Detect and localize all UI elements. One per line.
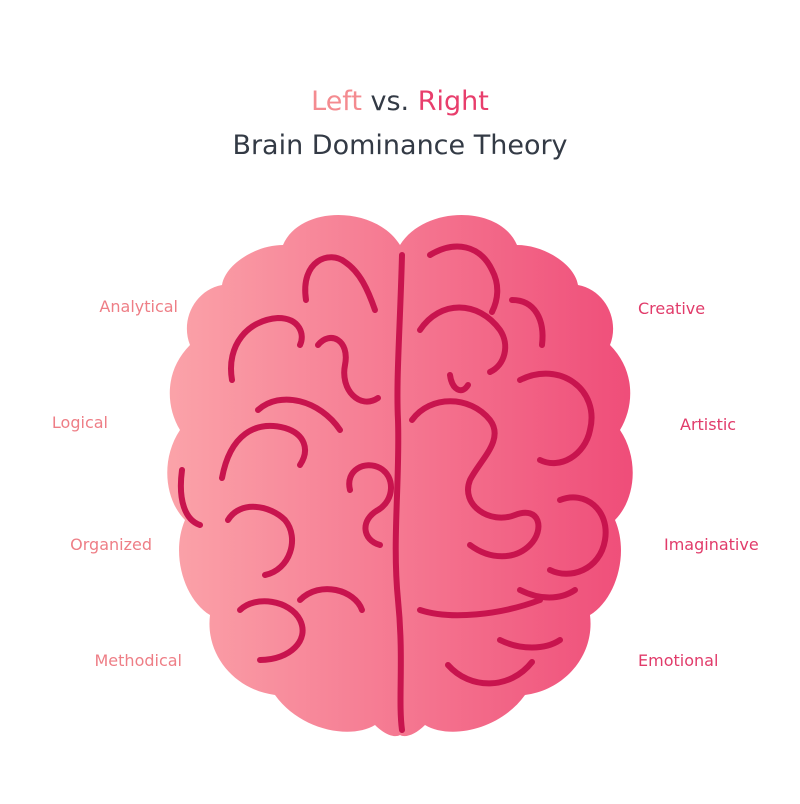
right-trait-imaginative: Imaginative [664, 535, 759, 554]
title-subtitle: Brain Dominance Theory [232, 130, 568, 161]
brain-grooves [177, 243, 609, 733]
right-trait-artistic: Artistic [680, 415, 737, 434]
right-trait-creative: Creative [638, 299, 706, 318]
title-vs-word: vs. [370, 86, 410, 117]
left-trait-analytical: Analytical [99, 297, 178, 316]
right-trait-emotional: Emotional [638, 651, 719, 670]
left-trait-methodical: Methodical [94, 651, 183, 670]
title-left-word: Left [311, 86, 362, 117]
left-trait-organized: Organized [70, 535, 152, 554]
title-right-word: Right [417, 86, 489, 117]
title-line-1: Left vs. Right [0, 84, 800, 120]
left-trait-logical: Logical [51, 413, 108, 432]
